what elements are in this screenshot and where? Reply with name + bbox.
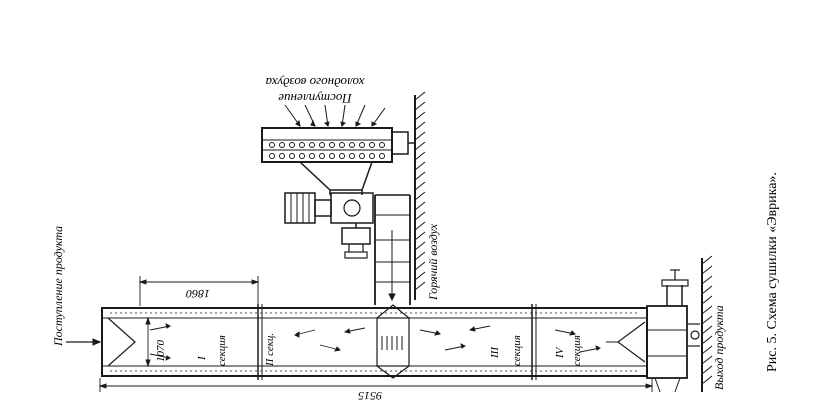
dim-width: 1070 (155, 340, 167, 363)
section-4-num: IV (554, 346, 566, 359)
product-out-label: Выход продукта (712, 305, 726, 390)
section-3-word: секция (511, 335, 523, 366)
lower-wall (701, 255, 713, 392)
section-3-num: III (489, 346, 501, 359)
cold-air-line1: Поступление (278, 91, 353, 106)
dim-section-length: 1860 (186, 287, 210, 301)
cold-air-arrows (284, 104, 386, 127)
section-4-word: секция (571, 335, 583, 366)
section-1-num: I (196, 355, 208, 361)
hot-air-label: Горячий воздух (426, 223, 440, 301)
cold-air-label: Поступление холодного воздуха (265, 75, 365, 106)
discharge-assembly (646, 269, 700, 393)
fan-blower (284, 192, 374, 259)
section-2: II секц. (264, 333, 276, 367)
dimension-lines (98, 276, 654, 392)
product-inlet-arrow (66, 338, 102, 346)
air-heater (261, 127, 415, 195)
section-labels: I секция II секц. III секция IV секция (196, 333, 583, 367)
dim-total-length: 9515 (358, 389, 382, 403)
upper-wall (414, 91, 426, 300)
drying-tunnel (101, 304, 648, 380)
cold-air-line2: холодного воздуха (265, 75, 365, 90)
section-1-word: секция (216, 335, 228, 366)
hot-air-duct (374, 194, 411, 305)
figure-caption: Рис. 5. Схема сушилки «Эврика». (765, 172, 780, 372)
product-in-label: Поступление продукта (51, 226, 65, 347)
airflow-arrows (149, 323, 601, 361)
